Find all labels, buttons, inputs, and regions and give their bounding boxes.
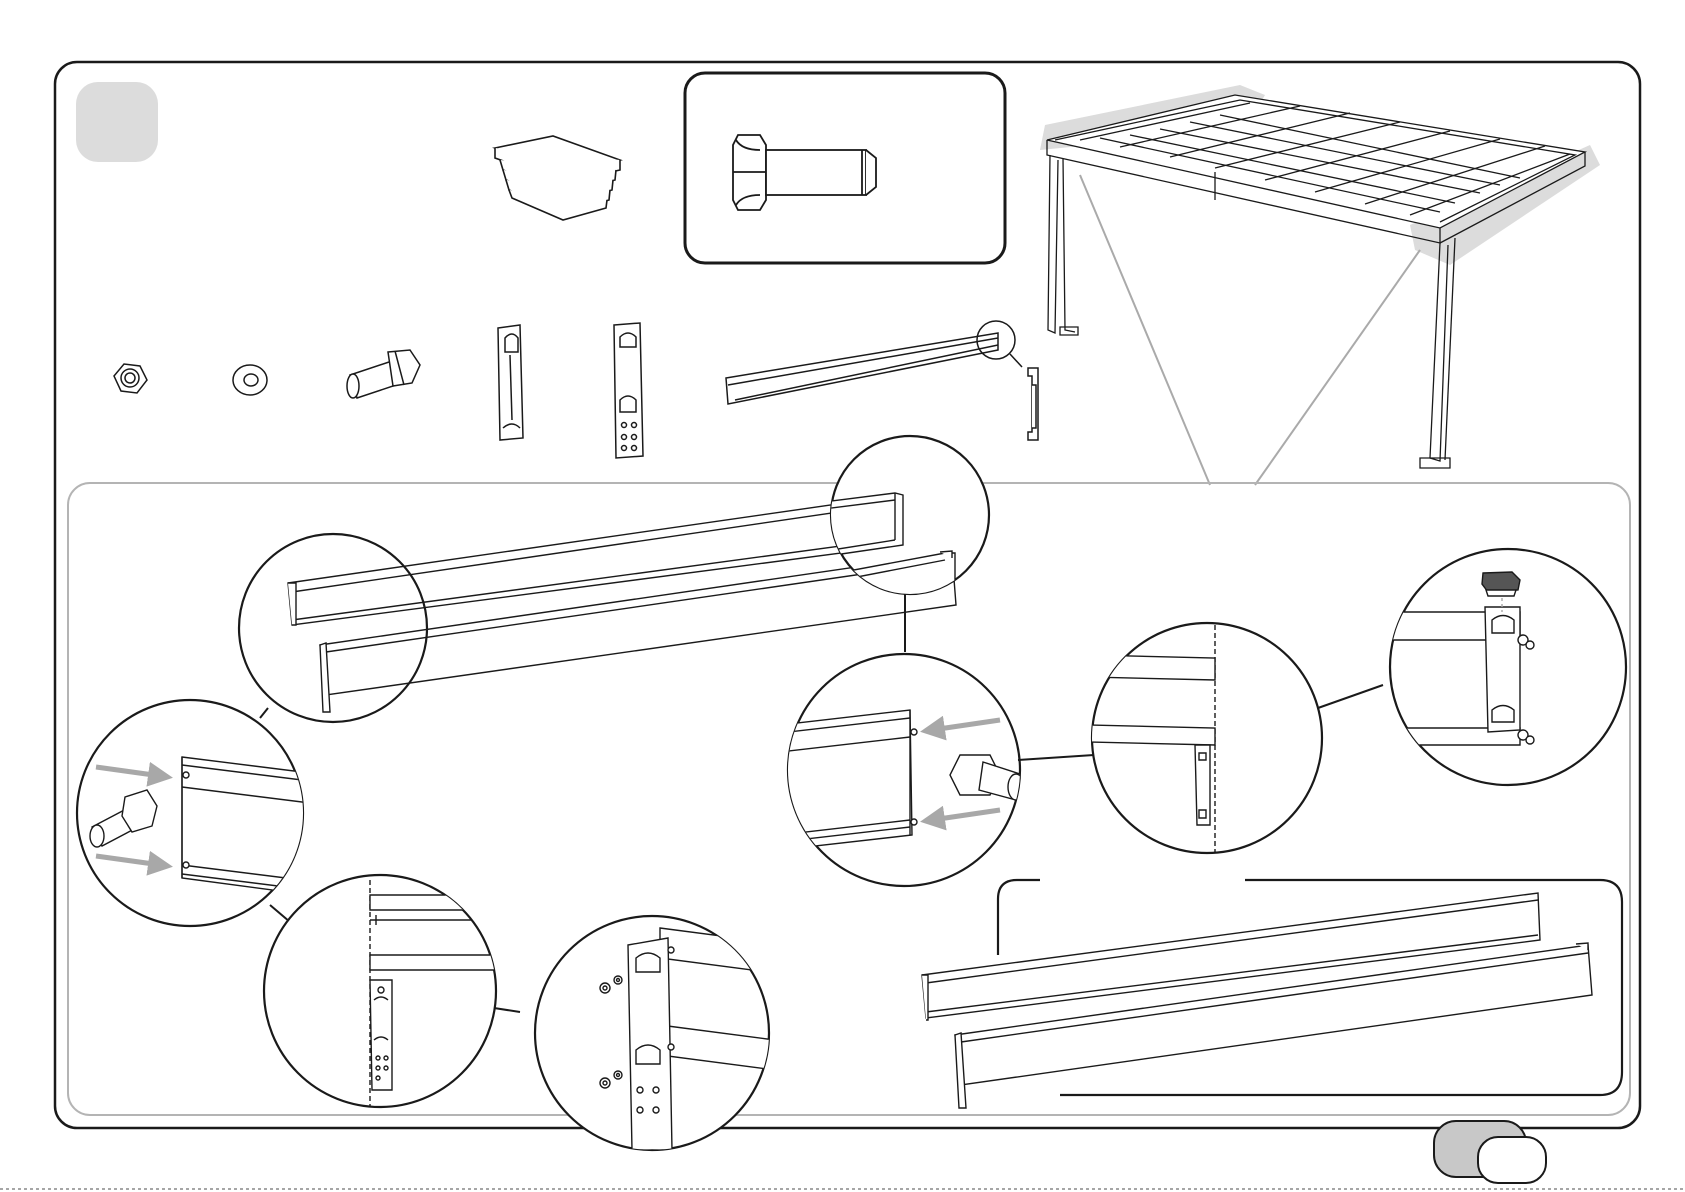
detail-right-alignment xyxy=(1090,623,1383,860)
nut-icon xyxy=(114,364,147,393)
step-badge-shape xyxy=(76,82,158,162)
page-tab xyxy=(1434,1121,1546,1183)
post-sleeve-icon xyxy=(614,323,643,458)
detail-insert-bolts-left xyxy=(77,700,310,926)
bolt-detail-callout xyxy=(685,73,1005,263)
bracket-icon xyxy=(498,325,523,440)
detail-cap-fitting xyxy=(1390,549,1626,785)
page-tab-front xyxy=(1478,1137,1546,1183)
beam-profile-icon xyxy=(1028,368,1038,440)
washer-icon xyxy=(233,365,267,395)
detail-bracket-alignment xyxy=(264,875,520,1110)
result-beam-pair xyxy=(922,893,1592,1108)
detail-insert-bolts-right xyxy=(780,654,1094,886)
end-cap-icon xyxy=(495,136,620,220)
pergola-overview-icon xyxy=(1040,85,1600,485)
beam-icon xyxy=(726,321,1022,404)
step-badge xyxy=(76,82,158,162)
bolt-icon xyxy=(347,350,420,398)
